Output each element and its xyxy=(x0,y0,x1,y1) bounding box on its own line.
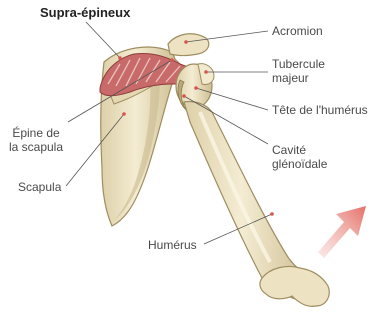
supraspinatus-label: Supra-épineux xyxy=(40,6,130,20)
greater-tubercle-label-line1: Tubercule xyxy=(272,57,325,71)
scapula-spine-label-line2: la scapula xyxy=(5,140,67,154)
acromion-label: Acromion xyxy=(272,24,323,38)
leader-supraspinatus xyxy=(86,22,120,58)
humeral-head-label: Tête de l'humérus xyxy=(272,103,368,117)
humerus-label: Humérus xyxy=(148,238,197,252)
scapula-label: Scapula xyxy=(18,180,61,194)
greater-tubercle-label-line2: majeur xyxy=(272,71,325,85)
humerus-distal-bone xyxy=(260,266,329,306)
acromion-bone xyxy=(168,34,209,56)
glenoid-cavity-label: Cavité glénoïdale xyxy=(272,143,327,171)
humerus-highlight xyxy=(200,112,270,262)
glenoid-cavity-label-line1: Cavité xyxy=(272,143,327,157)
glenoid-cavity-label-line2: glénoïdale xyxy=(272,157,327,171)
movement-arrow-icon xyxy=(318,206,366,258)
scapula-spine-label: Épine de la scapula xyxy=(5,126,67,154)
greater-tubercle-label: Tubercule majeur xyxy=(272,57,325,85)
scapula-spine-label-line1: Épine de xyxy=(5,126,67,140)
